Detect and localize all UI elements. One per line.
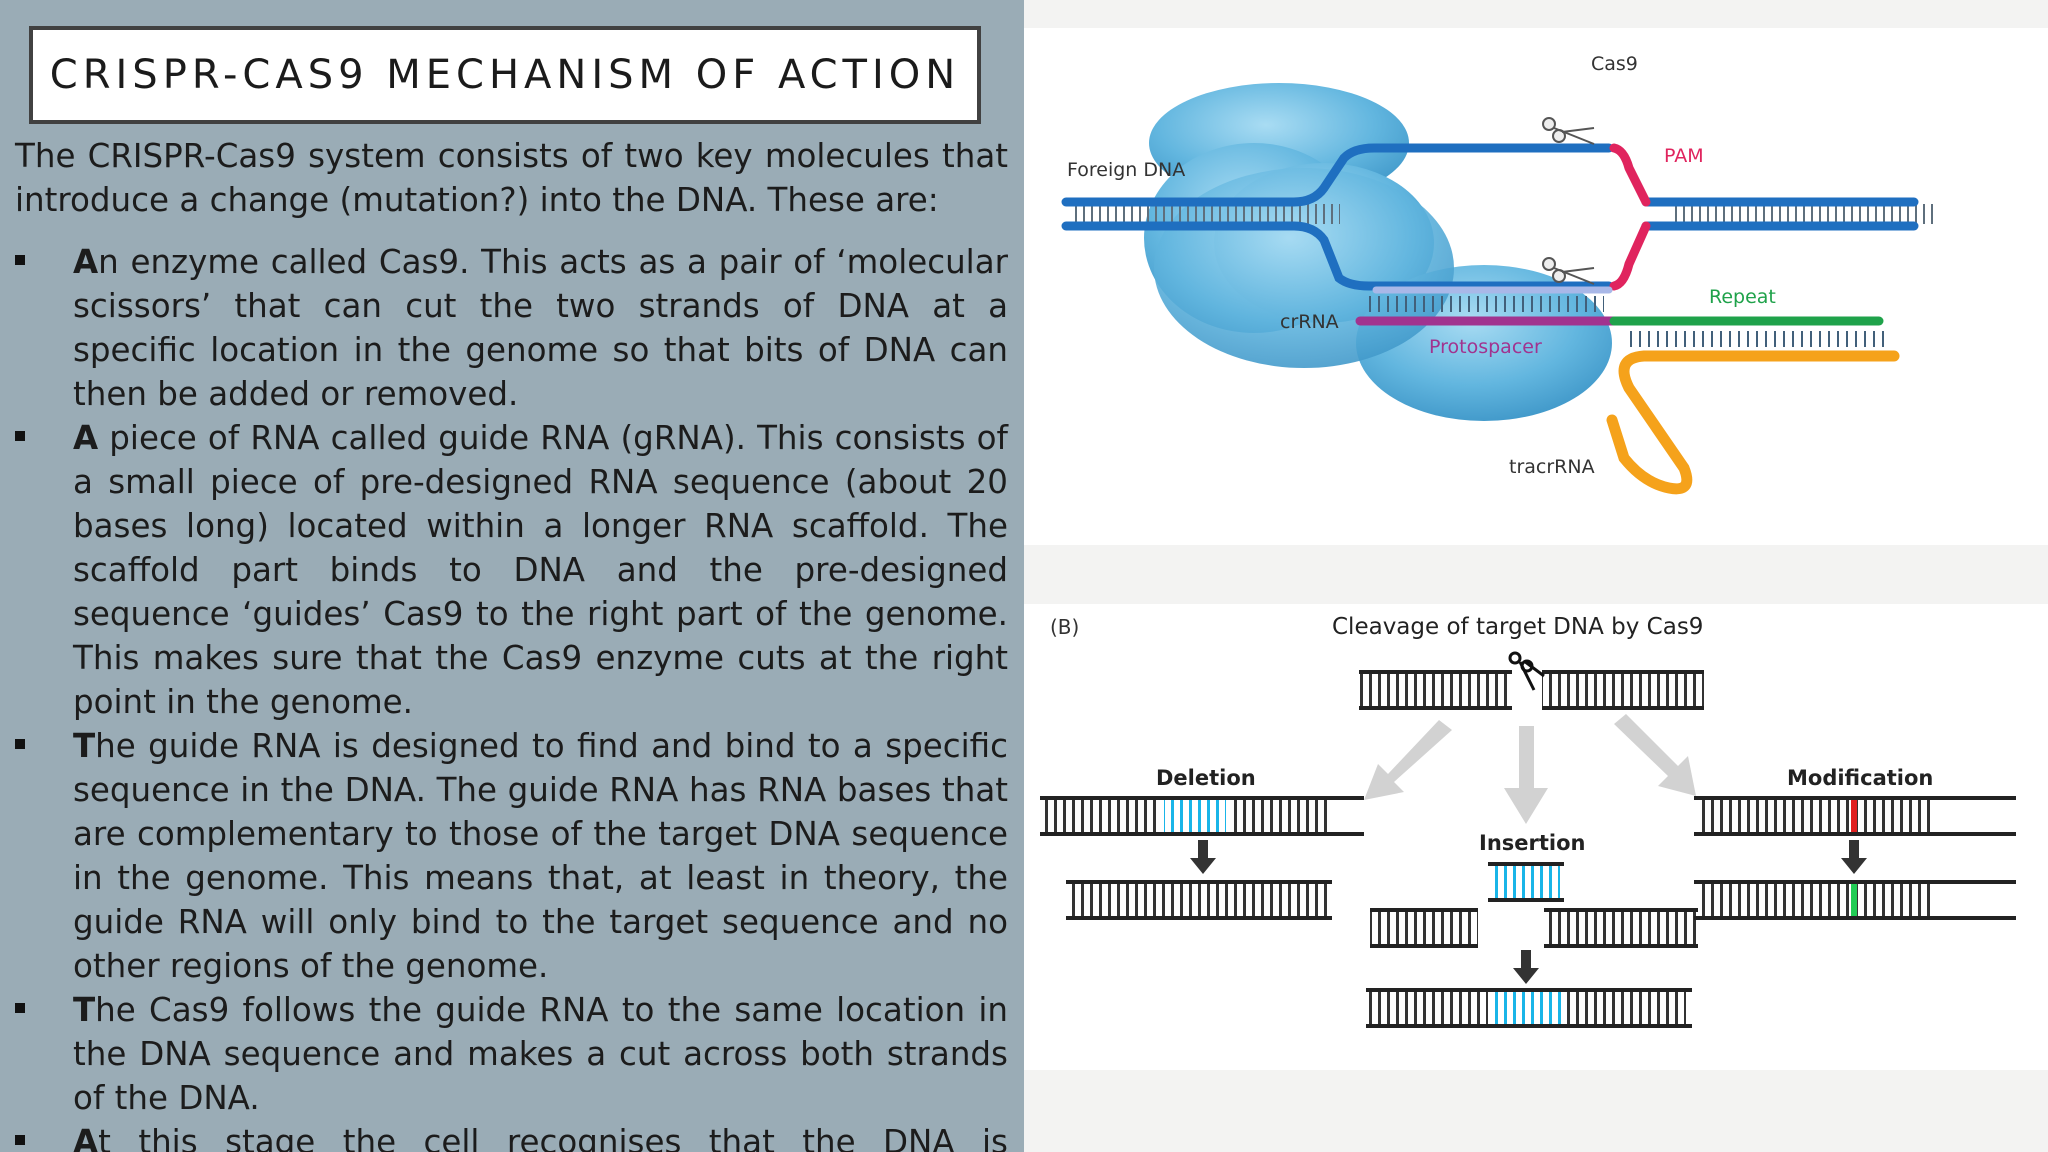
insertion-after	[1366, 988, 1692, 1028]
bullet-text: he Cas9 follows the guide RNA to the sam…	[73, 991, 1008, 1117]
pam-segments	[1609, 143, 1651, 291]
bullet-lead-letter: T	[73, 727, 96, 765]
figure-heading: Cleavage of target DNA by Cas9	[1332, 614, 1703, 640]
crrna-label: crRNA	[1280, 311, 1339, 333]
bullet-marker	[15, 1003, 25, 1013]
protospacer-base-pairs	[1364, 296, 1604, 312]
repair-outcomes-figure: (B) Cleavage of target DNA by Cas9 Delet…	[1024, 604, 2048, 1070]
deletion-label: Deletion	[1156, 766, 1256, 790]
cas9-complex-figure: Cas9 Foreign DNA PAM Repeat crRNA Protos…	[1024, 28, 2048, 545]
dna-base-pairs-right	[1674, 204, 1934, 224]
bullet-lead-letter: A	[73, 419, 99, 457]
bullet-item: At this stage the cell recognises that t…	[15, 1120, 1008, 1152]
tracrrna-label: tracrRNA	[1509, 456, 1595, 478]
bullet-text: piece of RNA called guide RNA (gRNA). Th…	[73, 419, 1008, 721]
panel-label: (B)	[1050, 615, 1079, 639]
scissors-icon	[1542, 257, 1595, 285]
bullet-lead-letter: A	[73, 243, 99, 281]
foreign-dna-strands	[1061, 143, 1919, 291]
modification-label: Modification	[1787, 766, 1933, 790]
repeat-base-pairs	[1624, 331, 1889, 347]
dna-base-pairs-left	[1070, 204, 1340, 224]
modification-before	[1694, 796, 2016, 836]
bullet-text: he guide RNA is designed to find and bin…	[73, 727, 1008, 985]
deletion-before	[1040, 796, 1364, 836]
insertion-label: Insertion	[1479, 831, 1585, 855]
repeat-label: Repeat	[1709, 286, 1776, 308]
deletion-after	[1066, 880, 1332, 920]
bullet-marker	[15, 739, 25, 749]
bullet-marker	[15, 431, 25, 441]
modification-after	[1694, 880, 2016, 920]
bullet-item: A piece of RNA called guide RNA (gRNA). …	[15, 416, 1008, 724]
insertion-insert	[1488, 862, 1564, 902]
bullet-text: n enzyme called Cas9. This acts as a pai…	[73, 243, 1008, 413]
insertion-cut-dna	[1370, 908, 1698, 948]
scissors-icon	[1508, 651, 1545, 691]
crrna-strand	[1355, 286, 1884, 326]
bullet-item: The Cas9 follows the guide RNA to the sa…	[15, 988, 1008, 1120]
protospacer-label: Protospacer	[1429, 336, 1542, 358]
outcome-arrows	[1364, 714, 1696, 824]
down-arrow	[1190, 840, 1216, 874]
down-arrow	[1513, 950, 1539, 984]
page-title: CRISPR-CAS9 MECHANISM OF ACTION	[49, 52, 961, 98]
bullet-lead-letter: A	[73, 1123, 99, 1152]
cas9-protein	[1144, 83, 1612, 421]
bullet-item: An enzyme called Cas9. This acts as a pa…	[15, 240, 1008, 416]
bullet-list: An enzyme called Cas9. This acts as a pa…	[15, 240, 1008, 1152]
bullet-lead-letter: T	[73, 991, 96, 1029]
cas9-label: Cas9	[1591, 53, 1638, 75]
intro-paragraph: The CRISPR-Cas9 system consists of two k…	[15, 137, 1008, 219]
bullet-item: The guide RNA is designed to find and bi…	[15, 724, 1008, 988]
pam-label: PAM	[1664, 145, 1704, 167]
target-dna	[1359, 670, 1704, 710]
bullet-marker	[15, 1135, 25, 1145]
down-arrow	[1841, 840, 1867, 874]
title-box: CRISPR-CAS9 MECHANISM OF ACTION	[29, 26, 981, 124]
text-panel: CRISPR-CAS9 MECHANISM OF ACTION The CRIS…	[0, 0, 1024, 1152]
bullet-text: t this stage the cell recognises that th…	[98, 1123, 1008, 1152]
bullet-marker	[15, 255, 25, 265]
tracrrna-strand	[1606, 350, 1900, 495]
scissors-icon	[1542, 117, 1595, 145]
foreign-dna-label: Foreign DNA	[1067, 159, 1185, 181]
